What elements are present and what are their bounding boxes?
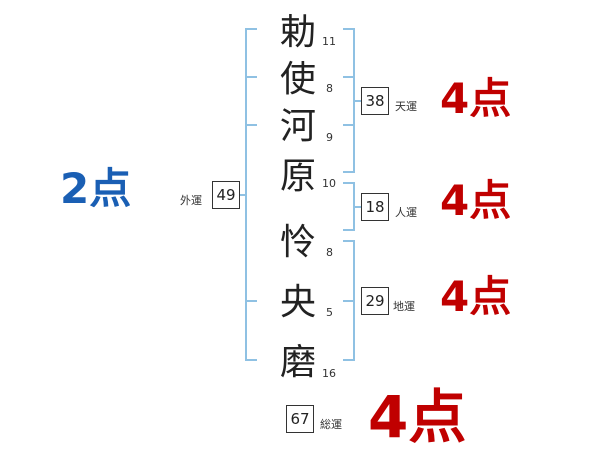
outer-bracket: [245, 28, 247, 361]
chiun-score: 4点: [440, 272, 512, 321]
bracket-tick: [343, 359, 355, 361]
bracket-tick: [343, 182, 355, 184]
bracket-tick: [355, 100, 361, 102]
bracket-tick: [343, 229, 355, 231]
name-char: 使: [279, 59, 316, 100]
bracket-tick: [240, 194, 246, 196]
stroke-count: 5: [326, 306, 333, 319]
stroke-count: 8: [326, 246, 333, 259]
souun-score: 4点: [368, 383, 467, 451]
name-char: 怜: [279, 222, 316, 263]
name-char: 勅: [279, 12, 316, 53]
chiun-value: 29: [361, 287, 389, 315]
bracket-tick: [343, 28, 355, 30]
gaiun-score: 2点: [60, 164, 132, 213]
bracket-tick: [355, 206, 361, 208]
jinun-bracket: [353, 182, 355, 231]
souun-value: 67: [286, 405, 314, 433]
stroke-count: 10: [322, 177, 336, 190]
jinun-value: 18: [361, 193, 389, 221]
bracket-tick: [245, 359, 257, 361]
stroke-count: 16: [322, 367, 336, 380]
stroke-count: 11: [322, 35, 336, 48]
jinun-label: 人運: [395, 206, 417, 219]
bracket-tick: [343, 240, 355, 242]
tenun-score: 4点: [440, 74, 512, 123]
bracket-tick: [343, 76, 355, 78]
name-char: 磨: [279, 342, 316, 383]
gaiun-value: 49: [212, 181, 240, 209]
bracket-tick: [343, 124, 355, 126]
tenun-label: 天運: [395, 100, 417, 113]
souun-label: 総運: [320, 418, 342, 431]
gaiun-label: 外運: [180, 194, 202, 207]
stroke-count: 8: [326, 82, 333, 95]
bracket-tick: [343, 171, 355, 173]
tenun-bracket: [353, 28, 355, 173]
jinun-score: 4点: [440, 176, 512, 225]
bracket-tick: [245, 28, 257, 30]
stroke-count: 9: [326, 131, 333, 144]
tenun-value: 38: [361, 87, 389, 115]
name-char: 原: [279, 156, 316, 197]
name-char: 央: [279, 282, 316, 323]
bracket-tick: [343, 300, 355, 302]
bracket-tick: [245, 124, 257, 126]
name-char: 河: [279, 106, 316, 147]
chiun-label: 地運: [393, 300, 415, 313]
bracket-tick: [245, 300, 257, 302]
bracket-tick: [245, 76, 257, 78]
